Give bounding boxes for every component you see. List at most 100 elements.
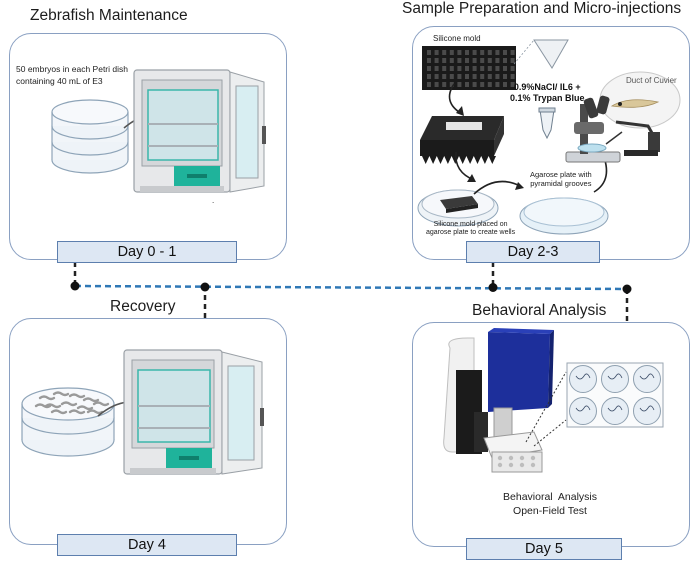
mold-hole — [487, 66, 492, 71]
swim-trace — [575, 373, 591, 380]
mold-hole — [487, 82, 492, 87]
mold-hole — [434, 82, 439, 87]
duct-of-cuvier-callout — [599, 71, 681, 129]
label-injection-mix: 0.9%NaCl/ IL6 + 0.1% Trypan Blue — [510, 82, 585, 103]
behavior-caption: Behavioral Analysis Open-Field Test — [503, 491, 597, 517]
label-duct-of-cuvier: Duct of Cuvier — [626, 76, 677, 85]
mold-hole — [442, 82, 447, 87]
mold-hole — [503, 66, 507, 71]
timeline-markers — [70, 281, 632, 294]
well-dot — [530, 455, 536, 461]
larva — [34, 403, 52, 409]
title-behavior: Behavioral Analysis — [472, 302, 607, 319]
mold-hole — [480, 66, 485, 71]
agarose-plate — [519, 197, 609, 235]
mold-hole — [434, 66, 439, 71]
mold-tooth — [444, 156, 452, 164]
larva — [82, 397, 100, 403]
mold-hole — [465, 50, 469, 55]
mold-hole — [449, 66, 454, 71]
mold-hole — [434, 74, 439, 79]
larva — [86, 409, 104, 415]
mold-hole — [449, 58, 454, 63]
mold-hole — [472, 66, 477, 71]
mold-hole — [495, 58, 500, 63]
mold-hole — [472, 82, 477, 87]
mold-hole — [442, 74, 447, 79]
day-badge-4: Day 4 — [57, 534, 237, 556]
petri-dish-with-larvae — [21, 387, 115, 457]
mold-hole — [503, 58, 507, 63]
mold-tooth — [466, 156, 474, 164]
micro-tube — [538, 107, 556, 140]
open-field-well — [601, 397, 629, 425]
mold-hole — [480, 50, 485, 55]
agarose-dish-with-mold — [417, 189, 499, 227]
mold-tooth — [488, 156, 496, 164]
open-field-well — [601, 365, 629, 393]
well-dot — [530, 462, 536, 468]
open-field-well — [633, 397, 661, 425]
mold-hole — [472, 74, 477, 79]
day-badge-2-3: Day 2-3 — [466, 241, 600, 263]
well-dot — [519, 455, 525, 461]
larva — [38, 395, 56, 401]
mold-hole — [449, 50, 454, 55]
mold-hole — [457, 50, 462, 55]
mold-hole — [503, 82, 507, 87]
mold-wedge-detail — [513, 39, 569, 69]
mold-hole — [472, 50, 477, 55]
well-dot — [497, 455, 503, 461]
mold-hole — [495, 50, 500, 55]
timeline-vertical-connectors — [73, 262, 629, 325]
mold-hole — [495, 82, 500, 87]
title-sample-prep: Sample Preparation and Micro-injections — [402, 0, 682, 17]
mold-hole — [442, 50, 447, 55]
swim-trace — [639, 405, 655, 412]
larva — [50, 409, 68, 415]
title-recovery: Recovery — [110, 298, 176, 315]
mold-tooth — [473, 156, 482, 164]
mold-hole — [503, 50, 507, 55]
larva — [60, 401, 78, 407]
mold-hole — [449, 82, 454, 87]
dot-mark: . — [212, 196, 215, 205]
title-maintenance: Zebrafish Maintenance — [30, 7, 188, 24]
arrow-mold-down — [448, 83, 464, 116]
incubator-1 — [133, 69, 266, 193]
label-agarose-plate: Agarose plate with pyramidal grooves — [530, 170, 592, 188]
mold-hole — [480, 74, 485, 79]
mold-hole — [457, 58, 462, 63]
behavior-device — [443, 328, 554, 473]
well-dot — [508, 455, 514, 461]
larva — [52, 391, 70, 397]
maintenance-note: 50 embryos in each Petri dish containing… — [16, 64, 128, 86]
mold-tooth — [481, 156, 489, 164]
mold-hole — [449, 74, 454, 79]
mold-hole — [442, 66, 447, 71]
swim-trace — [639, 373, 655, 380]
mold-hole — [510, 58, 515, 63]
mold-hole — [487, 58, 492, 63]
mold-hole — [495, 66, 500, 71]
timeline-line — [74, 284, 628, 291]
open-field-well — [633, 365, 661, 393]
mold-hole — [427, 50, 431, 55]
incubator-2 — [123, 349, 264, 475]
mold-hole — [427, 58, 431, 63]
larva — [44, 403, 62, 409]
mold-hole — [434, 50, 439, 55]
mold-tooth — [429, 156, 437, 164]
mold-tooth — [422, 156, 430, 164]
silicone-mold — [422, 46, 516, 90]
mold-hole — [510, 50, 515, 55]
mold-hole — [465, 58, 469, 63]
mold-tooth — [451, 156, 459, 164]
mold-block — [420, 116, 504, 164]
mold-tooth — [436, 156, 445, 164]
mold-hole — [465, 82, 469, 87]
mold-hole — [465, 66, 469, 71]
mold-hole — [503, 74, 507, 79]
day-badge-0-1: Day 0 - 1 — [57, 241, 237, 263]
